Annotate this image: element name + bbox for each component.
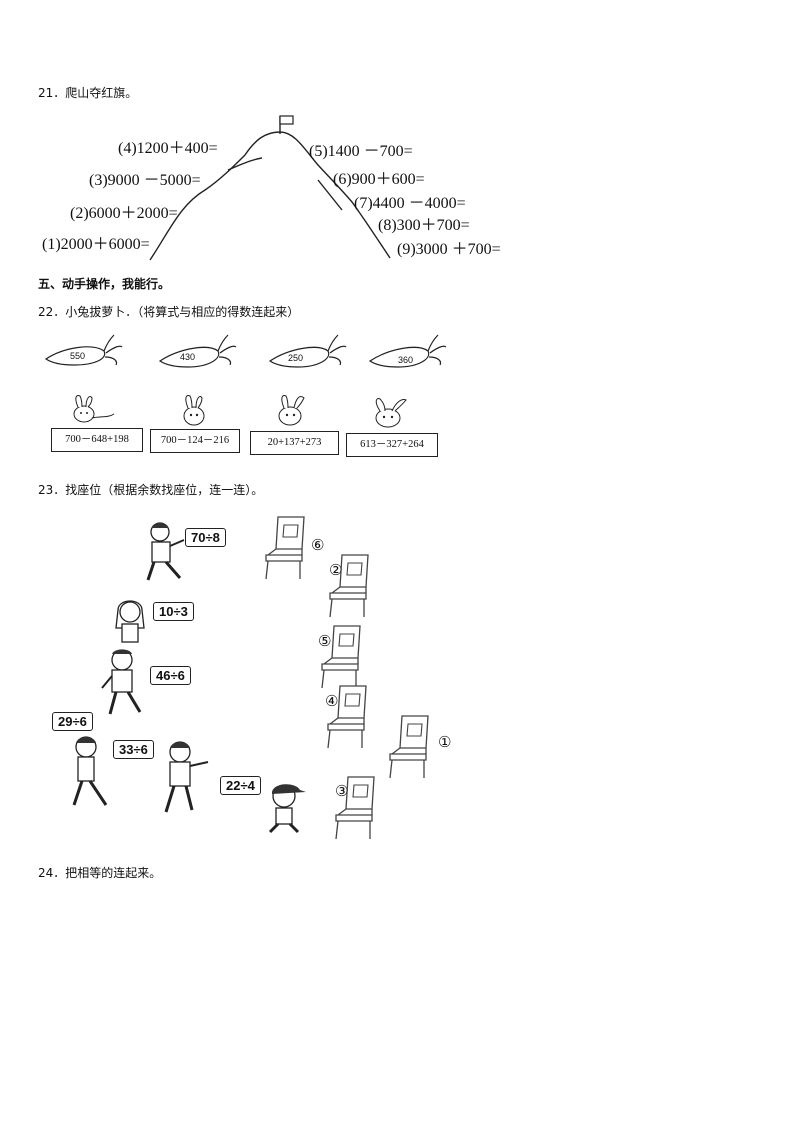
section-5-title: 五、动手操作，我能行。 — [38, 277, 171, 291]
equation-6: (6)900＋600= — [333, 171, 425, 188]
seat-number-6: ⑥ — [311, 536, 325, 554]
chair-icon — [327, 685, 367, 749]
mountain-illustration — [149, 115, 391, 261]
division-tag-3: 46÷6 — [150, 666, 191, 685]
division-tag-4: 29÷6 — [52, 712, 93, 731]
expression-box-2: 700－124－216 — [150, 429, 240, 453]
seat-number-1: ① — [438, 733, 452, 751]
carrot-icon: 360 — [368, 334, 447, 368]
rabbit-icon — [183, 395, 205, 426]
child-icon — [115, 600, 145, 643]
equation-9: (9)3000 ＋700= — [397, 241, 501, 258]
equation-3: (3)9000 －5000= — [89, 172, 201, 189]
seat-number-4: ④ — [325, 692, 339, 710]
carrot-icon: 430 — [158, 334, 237, 368]
chair-icon — [321, 625, 361, 689]
rabbit-icon — [278, 395, 305, 426]
chair-icon — [329, 554, 369, 618]
equation-5: (5)1400 －700= — [309, 143, 413, 160]
seat-number-3: ③ — [335, 782, 349, 800]
child-icon — [101, 649, 142, 715]
mountain-slope-line — [317, 179, 343, 211]
mountain-outline-left — [149, 131, 281, 261]
carrot-icon: 250 — [268, 334, 347, 368]
question-21-title: 21．爬山夺红旗。 — [38, 86, 138, 100]
equation-7: (7)4400 －4000= — [354, 195, 466, 212]
child-icon — [164, 741, 209, 813]
question-24-title: 24．把相等的连起来。 — [38, 866, 162, 880]
question-23-title: 23．找座位（根据余数找座位，连一连）。 — [38, 483, 264, 497]
question-22-title: 22．小兔拔萝卜．（将算式与相应的得数连起来） — [38, 305, 300, 319]
seat-number-5: ⑤ — [318, 632, 332, 650]
child-icon — [72, 736, 108, 806]
carrot-icon: 550 — [44, 334, 123, 366]
seat-number-2: ② — [329, 561, 343, 579]
carrot-value: 360 — [398, 355, 413, 365]
equation-2: (2)6000＋2000= — [70, 205, 178, 222]
mountain-ridge — [227, 157, 263, 171]
division-tag-2: 10÷3 — [153, 602, 194, 621]
chair-icon — [265, 516, 305, 580]
division-tag-5: 33÷6 — [113, 740, 154, 759]
chair-icon — [389, 715, 429, 779]
rabbit-icon — [375, 398, 407, 428]
equation-4: (4)1200＋400= — [118, 140, 218, 157]
chair-icon — [335, 776, 375, 840]
equation-1: (1)2000＋6000= — [42, 236, 150, 253]
carrot-value: 250 — [288, 353, 303, 363]
division-tag-6: 22÷4 — [220, 776, 261, 795]
equation-8: (8)300＋700= — [378, 217, 470, 234]
mountain-outline-right — [279, 131, 391, 259]
carrot-value: 550 — [70, 351, 85, 361]
flag-icon — [279, 115, 294, 134]
child-icon — [268, 784, 306, 834]
rabbit-icon — [73, 395, 115, 423]
expression-box-3: 20+137+273 — [250, 431, 339, 455]
expression-box-1: 700－648+198 — [51, 428, 143, 452]
carrot-value: 430 — [180, 352, 195, 362]
expression-box-4: 613－327+264 — [346, 433, 438, 457]
division-tag-1: 70÷8 — [185, 528, 226, 547]
child-icon — [146, 522, 185, 581]
